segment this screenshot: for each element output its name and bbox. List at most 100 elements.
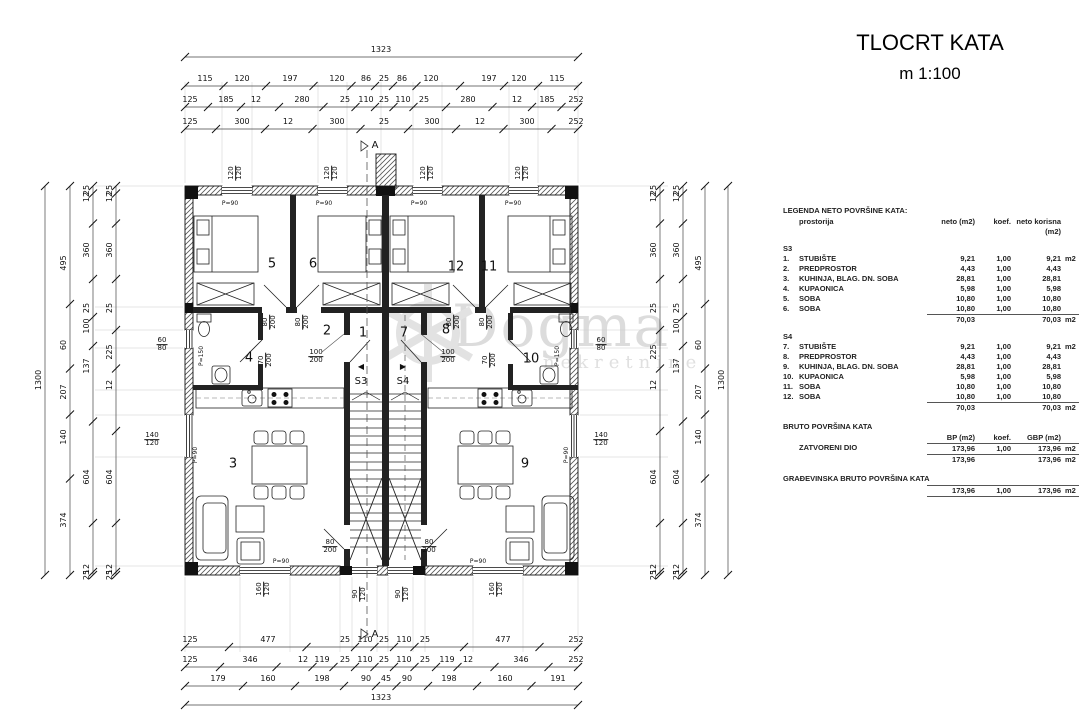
dim-label: 198 [441, 674, 457, 683]
dim-label: 185 [218, 95, 234, 104]
dim-label: 110 [358, 95, 374, 104]
dim-label: 346 [513, 655, 529, 664]
dim-label: 604 [649, 469, 658, 485]
legend-spacer [783, 237, 1085, 244]
plan-label: P=90 [192, 446, 199, 464]
dim-label: 25 [339, 655, 351, 664]
dim-label: 12 [474, 117, 486, 126]
plan-label: P=90 [563, 446, 570, 464]
dim-label: 25 [418, 95, 430, 104]
dim-label: 280 [294, 95, 310, 104]
dim-label: 12 [462, 655, 474, 664]
dim-label: 25 [378, 117, 390, 126]
dim-label: 25 [105, 569, 114, 581]
plan-label: P=90 [272, 558, 290, 565]
dim-label: 125 [182, 95, 198, 104]
dim-label: 604 [672, 469, 681, 485]
plan-label: S3 [354, 376, 368, 387]
coffee-table [235, 505, 265, 533]
dim-label: 225 [105, 344, 114, 360]
kitchen [195, 387, 573, 409]
dim-label: 360 [82, 242, 91, 258]
room-number: 7 [399, 325, 409, 341]
dim-label: 1323 [370, 45, 392, 54]
sofa [541, 495, 575, 561]
legend-spacer [783, 465, 1085, 472]
dim-label: 495 [59, 255, 68, 271]
dim-label: 374 [59, 512, 68, 528]
dim-label: 25 [82, 302, 91, 314]
dim-label: 252 [568, 117, 584, 126]
room-number: 11 [480, 259, 498, 275]
dim-label: 197 [282, 74, 298, 83]
dim-label: 280 [460, 95, 476, 104]
dim-label: 207 [694, 384, 703, 400]
watermark-subtext: nekretnine [543, 352, 703, 373]
room-number: 12 [447, 259, 465, 275]
plan-label: P=150 [554, 345, 561, 367]
dim-label: 60 [59, 339, 68, 351]
kitchen-sink [511, 389, 533, 407]
wall-columns [185, 186, 578, 575]
plan-label: A [371, 140, 379, 151]
room-number: 9 [520, 456, 530, 472]
plan-label: P=150 [198, 345, 205, 367]
dim-label: 477 [495, 635, 511, 644]
dim-label: 179 [210, 674, 226, 683]
dim-label: 12 [250, 95, 262, 104]
interior-walls [193, 195, 578, 566]
room-number: 6 [308, 256, 318, 272]
dim-label: 25 [419, 635, 431, 644]
dim-label: 120 [511, 74, 527, 83]
plan-label: P=90 [315, 200, 333, 207]
dim-label: 100 [82, 318, 91, 334]
dim-label: 12 [105, 379, 114, 391]
dim-label: 225 [649, 344, 658, 360]
dim-label: 360 [649, 242, 658, 258]
room-number: 1 [358, 325, 368, 341]
plan-label: ▶ [399, 362, 407, 371]
dim-label: 198 [314, 674, 330, 683]
plan-label: A [371, 629, 379, 640]
dim-label: 300 [329, 117, 345, 126]
dim-label: 119 [314, 655, 330, 664]
dim-label: 86 [396, 74, 408, 83]
dim-label: 25 [378, 655, 390, 664]
legend-spacer [783, 325, 1085, 332]
dim-label: 252 [568, 635, 584, 644]
sheet-scale: m 1:100 [899, 64, 961, 83]
dim-label: 140 [694, 429, 703, 445]
plan-label: P=90 [469, 558, 487, 565]
dim-label: 140 [59, 429, 68, 445]
dim-label: 25 [339, 635, 351, 644]
dim-label: 25 [672, 569, 681, 581]
dim-label: 197 [481, 74, 497, 83]
extension-lines [95, 82, 668, 652]
dim-label: 100 [672, 318, 681, 334]
stove [267, 388, 293, 408]
dim-label: 374 [694, 512, 703, 528]
room-number: 10 [522, 351, 540, 367]
dim-label: 90 [360, 674, 372, 683]
dim-label: 137 [82, 358, 91, 374]
chimney [375, 153, 397, 189]
dim-label: 12 [649, 379, 658, 391]
dim-label: 12 [282, 117, 294, 126]
